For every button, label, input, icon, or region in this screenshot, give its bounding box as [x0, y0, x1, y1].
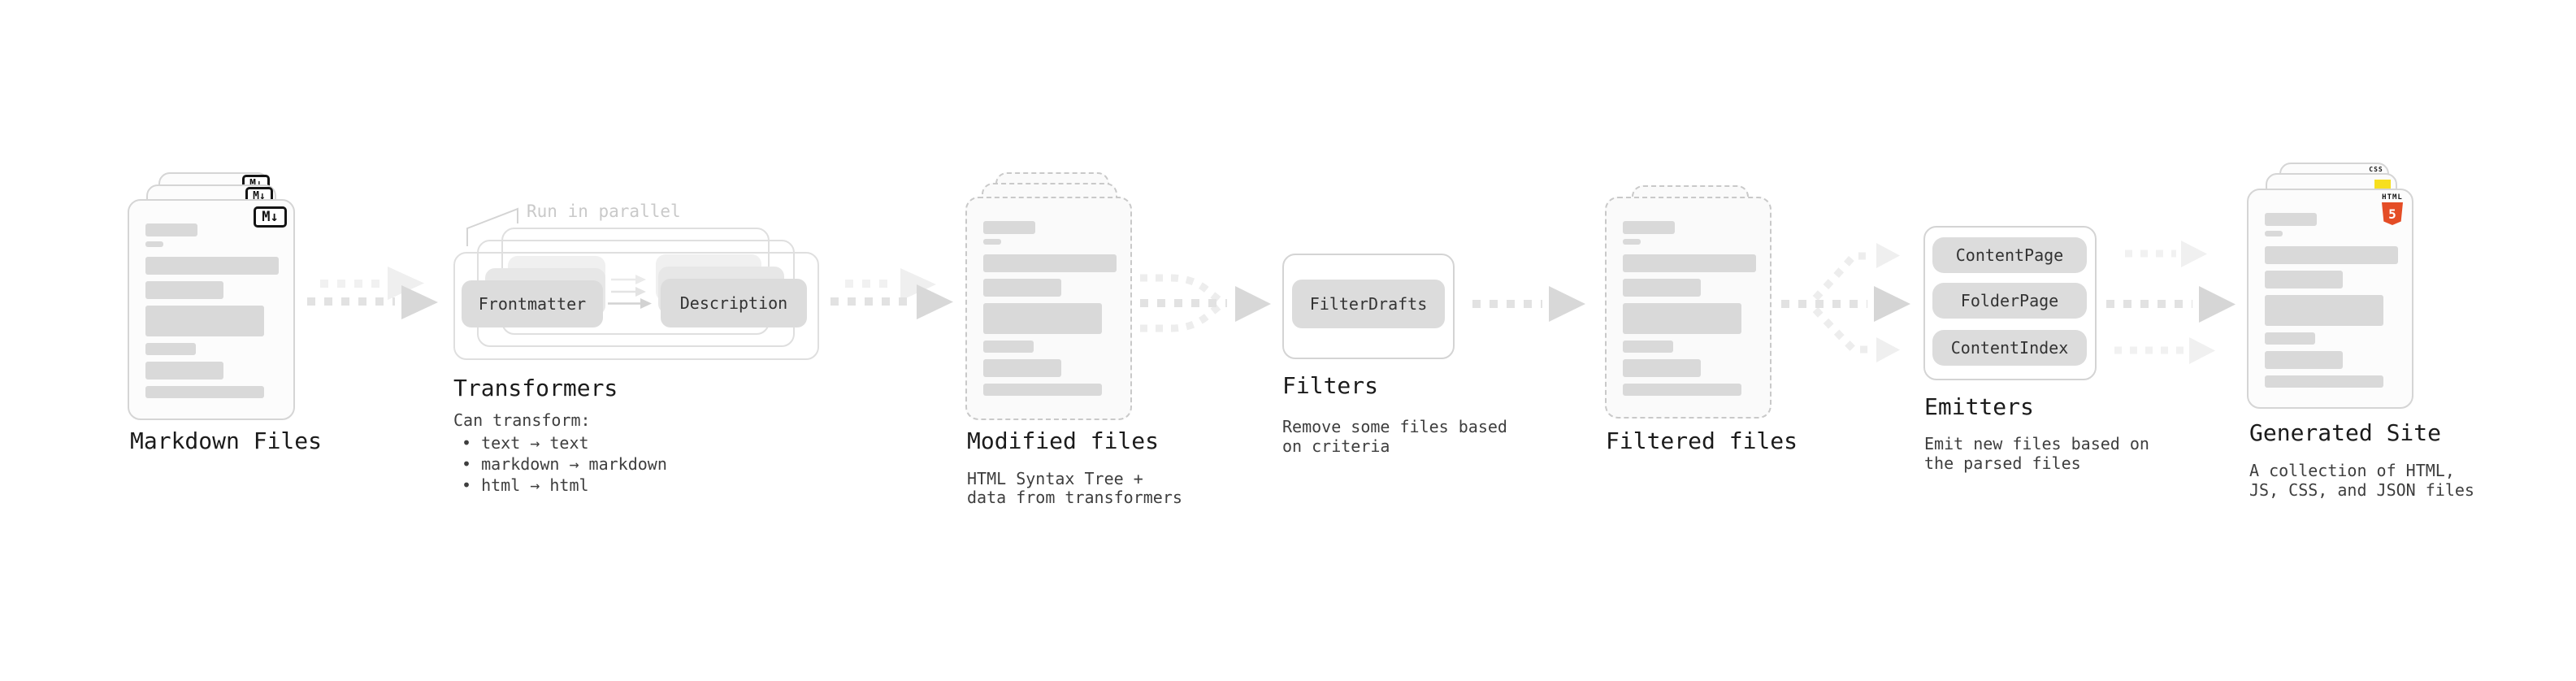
skeleton-bar — [983, 279, 1061, 297]
contentpage-chip: ContentPage — [1932, 237, 2087, 273]
stage-title: Emitters — [1924, 393, 2034, 420]
arrow-modified-to-filters — [1140, 274, 1271, 332]
skeleton-bar — [2265, 351, 2343, 369]
markdown-icon: M↓ — [254, 206, 287, 228]
transformer-container-front — [453, 252, 819, 360]
skeleton-bar — [1623, 384, 1741, 396]
stage-description: on criteria — [1282, 436, 1390, 456]
skeleton-bar — [1623, 303, 1741, 334]
frontmatter-chip: Frontmatter — [462, 280, 603, 327]
arrow-filters-to-filtered — [1472, 286, 1585, 322]
arrow-markdown-to-transformers — [307, 267, 438, 319]
filtered-file-page — [1605, 197, 1772, 419]
skeleton-bar — [145, 281, 223, 299]
js-icon — [2374, 180, 2391, 189]
skeleton-bar — [983, 254, 1117, 272]
stage-description: A collection of HTML, — [2249, 461, 2455, 480]
skeleton-bar — [145, 343, 196, 355]
folderpage-chip: FolderPage — [1932, 283, 2087, 319]
skeleton-bar — [1623, 340, 1673, 353]
skeleton-bar — [145, 386, 264, 398]
generated-site-page: HTML 5 — [2247, 189, 2413, 409]
html5-icon: HTML 5 — [2381, 193, 2404, 225]
stage-title: Transformers — [453, 375, 618, 401]
transform-bullet: • text → text — [462, 433, 589, 453]
skeleton-bar — [1623, 279, 1701, 297]
skeleton-bar — [2265, 231, 2283, 236]
stage-title: Generated Site — [2249, 419, 2442, 446]
skeleton-bar — [983, 384, 1102, 396]
skeleton-bar — [983, 340, 1034, 353]
skeleton-bar — [1623, 254, 1756, 272]
skeleton-bar — [145, 306, 264, 336]
arrow-filtered-to-emitters — [1781, 243, 1910, 362]
skeleton-bar — [1623, 359, 1701, 377]
filterdrafts-chip: FilterDrafts — [1292, 280, 1445, 328]
modified-file-page — [965, 197, 1132, 420]
transform-bullet: • markdown → markdown — [462, 454, 667, 474]
skeleton-bar — [983, 359, 1061, 377]
skeleton-bar — [2265, 332, 2315, 345]
stage-description: Remove some files based — [1282, 417, 1507, 436]
skeleton-bar — [983, 303, 1102, 334]
skeleton-bar — [983, 239, 1001, 245]
contentindex-chip: ContentIndex — [1932, 330, 2087, 366]
skeleton-bar — [145, 362, 223, 380]
stage-description: data from transformers — [967, 488, 1182, 507]
arrow-transformers-to-modified — [830, 268, 953, 319]
skeleton-bar — [983, 221, 1035, 234]
stage-description: HTML Syntax Tree + — [967, 469, 1143, 488]
skeleton-bar — [2265, 213, 2317, 226]
stage-title: Markdown Files — [130, 427, 323, 454]
description-chip: Description — [661, 279, 807, 327]
skeleton-bar — [145, 257, 279, 275]
skeleton-bar — [145, 223, 197, 236]
stage-description: Emit new files based on — [1924, 434, 2149, 453]
skeleton-bar — [1623, 221, 1675, 234]
stage-description: JS, CSS, and JSON files — [2249, 480, 2474, 500]
skeleton-bar — [2265, 295, 2383, 326]
skeleton-bar — [145, 241, 163, 247]
skeleton-bar — [2265, 375, 2383, 388]
transform-bullet: • html → html — [462, 475, 589, 495]
skeleton-bar — [2265, 271, 2343, 288]
stage-description: the parsed files — [1924, 453, 2081, 473]
markdown-file-page: M↓ — [128, 199, 295, 420]
stage-title: Filtered files — [1606, 427, 1798, 454]
stage-title: Filters — [1282, 372, 1379, 399]
run-in-parallel-label: Run in parallel — [527, 202, 681, 221]
stage-description: Can transform: — [453, 410, 591, 430]
stage-title: Modified files — [967, 427, 1160, 454]
skeleton-bar — [2265, 246, 2398, 264]
skeleton-bar — [1623, 239, 1641, 245]
arrow-emitters-to-generated — [2106, 241, 2236, 364]
